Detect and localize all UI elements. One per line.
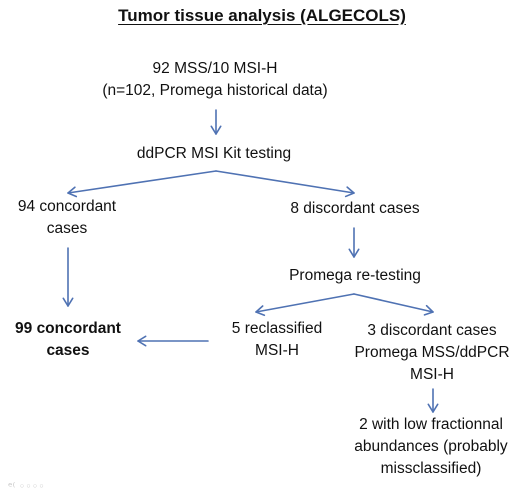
arrow-discordant8-to-retest (348, 227, 360, 258)
node-retest: Promega re-testing (270, 265, 440, 287)
node-concordant-99-line-1: 99 concordant (15, 320, 121, 337)
node-discordant-3-line-2: Promega MSS/ddPCR (354, 344, 510, 361)
diagram-title-text: Tumor tissue analysis (ALGECOLS) (118, 6, 406, 25)
node-low-abundance-2-line-2: abundances (probably (354, 438, 508, 455)
node-concordant-99: 99 concordant cases (6, 318, 130, 362)
node-ddpcr: ddPCR MSI Kit testing (110, 143, 318, 165)
node-ddpcr-line-1: ddPCR MSI Kit testing (136, 145, 292, 162)
node-start-line-2: (n=102, Promega historical data) (102, 82, 328, 99)
node-low-abundance-2-line-3: missclassified) (380, 460, 482, 477)
node-low-abundance-2-line-1: 2 with low fractionnal (359, 416, 503, 433)
node-reclassified-5-line-1: 5 reclassified (231, 320, 323, 337)
arrow-retest-to-reclassified5 (255, 293, 355, 317)
node-discordant-8: 8 discordant cases (270, 198, 440, 220)
node-discordant-3-line-3: MSI-H (410, 366, 454, 383)
node-retest-line-1: Promega re-testing (289, 267, 421, 284)
arrow-discordant3-to-lowabund2 (427, 388, 439, 413)
arrow-ddpcr-to-concordant94 (67, 170, 217, 198)
arrow-concordant94-to-concordant99 (62, 247, 74, 307)
node-reclassified-5: 5 reclassified MSI-H (212, 318, 342, 362)
arrow-ddpcr-to-discordant8 (215, 170, 355, 198)
node-concordant-94-line-2: cases (46, 220, 88, 237)
node-start: 92 MSS/10 MSI-H (n=102, Promega historic… (72, 58, 358, 102)
node-start-line-1: 92 MSS/10 MSI-H (152, 60, 278, 77)
node-concordant-94-line-1: 94 concordant (17, 198, 117, 215)
diagram-title: Tumor tissue analysis (ALGECOLS) (0, 4, 524, 28)
watermark-logo: ᵉ⁽ ◦◦◦◦ (8, 480, 45, 493)
node-discordant-3: 3 discordant cases Promega MSS/ddPCR MSI… (340, 320, 524, 386)
node-low-abundance-2: 2 with low fractionnal abundances (proba… (338, 414, 524, 480)
node-discordant-8-line-1: 8 discordant cases (290, 200, 420, 217)
node-discordant-3-line-1: 3 discordant cases (367, 322, 497, 339)
arrow-reclassified5-to-concordant99 (137, 335, 209, 347)
arrow-retest-to-discordant3 (353, 293, 434, 316)
node-concordant-99-line-2: cases (46, 342, 90, 359)
node-reclassified-5-line-2: MSI-H (255, 342, 299, 359)
node-concordant-94: 94 concordant cases (0, 196, 134, 240)
arrow-start-to-ddpcr (210, 109, 222, 135)
